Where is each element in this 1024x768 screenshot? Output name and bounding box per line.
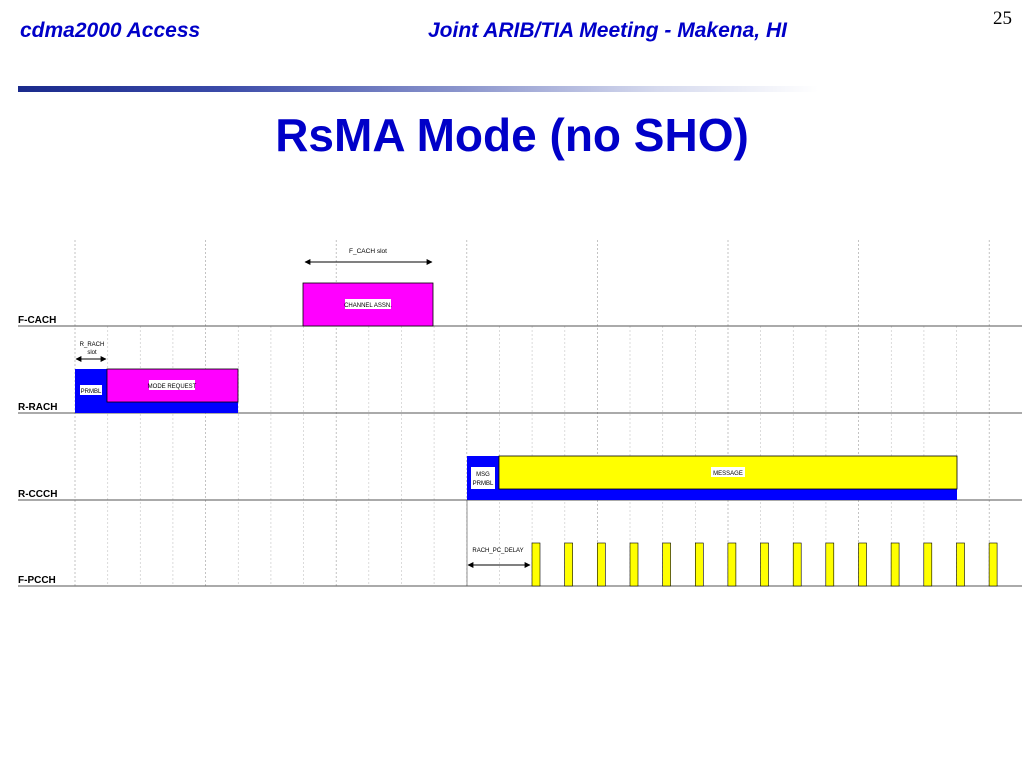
power-control-pulse: [890, 542, 900, 587]
power-control-pulse: [662, 542, 671, 587]
slide-title: RsMA Mode (no SHO): [275, 109, 749, 161]
power-control-pulse: [792, 542, 802, 587]
prmbl-label: PRMBL: [81, 389, 102, 395]
power-control-pulse: [760, 542, 769, 587]
channel-label-r-rach: R-RACH: [18, 402, 57, 413]
mode-request-label-bg: [149, 380, 195, 390]
channel-assn-label-bg: [345, 299, 391, 309]
power-control-pulse: [564, 542, 573, 587]
msg-prmbl-label-bg: [471, 467, 495, 489]
power-control-pulse: [629, 542, 639, 587]
power-control-pulse: [956, 542, 965, 587]
channel-label-r-ccch: R-CCCH: [18, 489, 57, 500]
message-label: MESSAGE: [713, 471, 743, 477]
power-control-pulse: [694, 542, 704, 587]
header-left-title: cdma2000 Access: [20, 19, 201, 42]
header-divider: [18, 86, 818, 92]
channel-label-f-pcch: F-PCCH: [18, 575, 56, 586]
channel-label-f-cach: F-CACH: [18, 315, 56, 326]
power-control-pulse: [858, 542, 867, 587]
mode-request-label: MODE REQUEST: [148, 384, 197, 390]
prmbl-label-bg: [80, 385, 102, 395]
power-control-pulse: [923, 542, 933, 587]
power-control-pulse: [531, 542, 541, 587]
message-base-block: [499, 489, 957, 500]
page-number: 25: [993, 8, 1012, 29]
rach-pc-delay-label: RACH_PC_DELAY: [472, 548, 523, 554]
message-label-bg: [711, 467, 745, 477]
power-control-pulse: [825, 542, 835, 587]
msg-prmbl-label-line2: PRMBL: [473, 481, 494, 487]
power-control-pulse: [988, 542, 998, 587]
channel-assn-label: CHANNEL ASSN.: [344, 303, 392, 309]
power-control-pulse: [596, 542, 606, 587]
power-control-pulse: [727, 542, 737, 587]
power-control-pulses: [531, 542, 998, 587]
r-rach-slot-label-line1: R_RACH: [80, 342, 105, 348]
r-rach-slot-label-line2: slot: [87, 350, 97, 356]
mode-request-base-block: [107, 402, 238, 413]
f-cach-slot-label: F_CACH slot: [349, 248, 387, 255]
header-meeting-title: Joint ARIB/TIA Meeting - Makena, HI: [428, 19, 787, 42]
msg-prmbl-label-line1: MSG: [476, 472, 490, 478]
